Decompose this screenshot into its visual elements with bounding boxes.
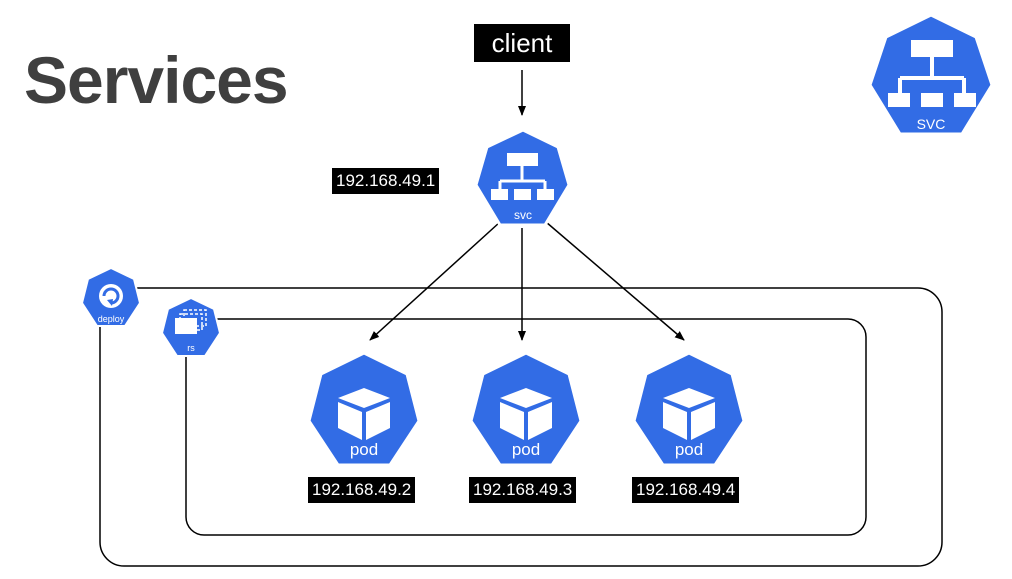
deploy-label: deploy [98, 314, 125, 324]
pod-label: pod [512, 440, 540, 459]
replicaset-boundary [185, 318, 867, 536]
pod-icon: pod [307, 351, 421, 467]
pod-ip-label: 192.168.49.2 [308, 477, 416, 503]
pod-label: pod [675, 440, 703, 459]
pod-icon: pod [469, 351, 583, 467]
deployment-boundary [99, 287, 943, 567]
deploy-icon: deploy [80, 266, 142, 327]
svc-icon: svc [474, 128, 571, 227]
svc-ip-label: 192.168.49.1 [332, 168, 440, 194]
svc-label: svc [514, 208, 532, 222]
client-label: client [474, 24, 570, 62]
svc-to-pod3-arrow [545, 221, 685, 341]
pod-label: pod [350, 440, 378, 459]
page-title: Services [24, 43, 289, 117]
pod-ip-label: 192.168.49.3 [469, 477, 577, 503]
rs-icon: rs [160, 296, 222, 357]
legend-svc-label: SVC [917, 116, 946, 132]
cube-icon [663, 388, 715, 440]
legend-svc-icon: SVC [868, 13, 994, 136]
rs-label: rs [187, 343, 195, 353]
pod-ip-label: 192.168.49.4 [632, 477, 740, 503]
cube-icon [500, 388, 552, 440]
pod-icon: pod [632, 351, 746, 467]
svc-to-pod1-arrow [369, 221, 501, 341]
cube-icon [338, 388, 390, 440]
